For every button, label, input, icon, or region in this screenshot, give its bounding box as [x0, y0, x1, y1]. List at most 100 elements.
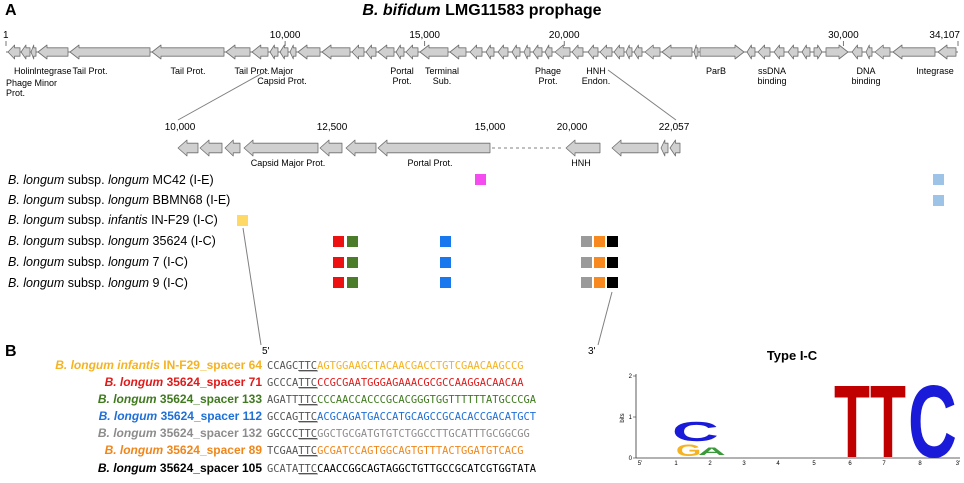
strain-id: 7 (I-C)	[149, 255, 188, 269]
logo-x-tick: 2	[708, 461, 712, 467]
panel-a-title-rest: LMG11583 prophage	[441, 2, 602, 19]
zoom-tick-label: 22,057	[659, 122, 690, 133]
gene-label: Integrase	[34, 66, 72, 76]
gene-arrow	[251, 44, 269, 60]
strain-label: B. longum subsp. longum 7 (I-C)	[8, 255, 188, 269]
logo-title: Type I-C	[767, 348, 818, 363]
spacer-marker-yellow	[237, 215, 248, 226]
spacer-marker-green	[347, 236, 358, 247]
gene-label-line: Major	[271, 66, 294, 76]
spacer-species: B. longum	[105, 443, 164, 457]
strain-label: B. longum subsp. longum BBMN68 (I-E)	[8, 193, 230, 207]
gene-arrow	[874, 44, 891, 60]
spacer-marker-gray	[581, 277, 592, 288]
spacer-marker-black	[607, 277, 618, 288]
gene-arrow	[644, 44, 661, 60]
strain-subsp: subsp.	[64, 255, 108, 269]
strain-subspecies: longum	[108, 255, 149, 269]
gene-arrow	[497, 44, 509, 60]
panel-b-letter: B	[5, 343, 17, 360]
gene-arrow	[746, 44, 756, 60]
logo-x-tick: 7	[882, 461, 886, 467]
gene-arrow	[269, 44, 279, 60]
strain-subsp: subsp.	[64, 193, 108, 207]
spacer-id: 35624_spacer 71	[163, 375, 262, 389]
gene-arrow	[395, 44, 405, 60]
gene-arrow	[633, 44, 643, 60]
gene-arrow	[279, 44, 289, 60]
spacer-name: B. longum 35624_spacer 89	[105, 443, 263, 457]
spacer-sequence: AGATTTTCCCCAACCACCCGCACGGGTGGTTTTTTATGCC…	[267, 394, 537, 406]
gene-arrow	[485, 44, 495, 60]
gene-arrow	[523, 44, 531, 60]
logo-x-tick: 3'	[956, 461, 960, 467]
zoom-gene-arrow	[345, 139, 377, 157]
spacer-sequence: TCGAATTCGCGATCCAGTGGCAGTGTTTACTGGATGTCAC…	[267, 445, 524, 457]
genome-tick-label: 30,000	[828, 30, 859, 41]
flank-sequence: GCCAG	[267, 411, 298, 423]
logo-letter-c: C	[672, 416, 719, 447]
strain-id: BBMN68 (I-E)	[149, 193, 230, 207]
gene-label-line: Tail Prot.	[234, 66, 269, 76]
logo-letter-g: G	[676, 442, 701, 460]
gene-arrow	[851, 44, 863, 60]
gene-arrow	[773, 44, 785, 60]
protospacer-sequence: CAACCGGCAGTAGGCTGTTGCCGCATCGTGGTATA	[317, 463, 537, 475]
strain-genus: B. longum	[8, 193, 64, 207]
gene-arrow	[661, 44, 693, 60]
zoom-gene-arrow	[565, 139, 601, 157]
spacer-species: B. longum	[98, 461, 157, 475]
zoom-gene-arrow	[660, 139, 669, 157]
zoom-gene-arrow	[224, 139, 241, 157]
zoom-guide-right	[607, 69, 677, 121]
connector-right	[597, 291, 613, 346]
pam-motif: TTC	[298, 428, 317, 440]
spacer-marker-red	[333, 257, 344, 268]
flank-sequence: TCGAA	[267, 445, 299, 457]
strain-subsp: subsp.	[64, 213, 108, 227]
logo-x-tick: 5	[812, 461, 816, 467]
gene-arrow	[599, 44, 613, 60]
gene-label-line: Holin	[14, 66, 35, 76]
zoom-gene-labels: Capsid Major Prot.Portal Prot.HNH	[251, 158, 591, 168]
spacer-id: 35624_spacer 105	[157, 461, 263, 475]
strain-label: B. longum subsp. longum 9 (I-C)	[8, 276, 188, 290]
gene-arrow	[37, 44, 69, 60]
gene-label: Holin	[14, 66, 35, 76]
zoom-gene-arrows	[177, 139, 681, 157]
gene-arrow	[377, 44, 395, 60]
logo-letter-t: T	[870, 364, 906, 479]
gene-label-line: binding	[757, 76, 786, 86]
gene-label-line: Prot.	[538, 76, 557, 86]
zoom-tick-label: 10,000	[165, 122, 196, 133]
strain-genus: B. longum	[8, 276, 64, 290]
gene-arrow	[297, 44, 321, 60]
logo-y-axis-label: bits	[620, 413, 626, 422]
spacer-name: B. longum infantis IN-F29_spacer 64	[55, 358, 262, 372]
spacer-marker-red	[333, 236, 344, 247]
gene-arrow	[699, 44, 745, 60]
gene-arrow	[532, 44, 543, 60]
strain-genus: B. longum	[8, 234, 64, 248]
zoom-gene-label: HNH	[571, 158, 591, 168]
gene-label-line: Sub.	[433, 76, 452, 86]
spacer-id: 35624_spacer 132	[157, 426, 263, 440]
gene-arrow	[511, 44, 521, 60]
spacer-species: B. longum	[98, 392, 157, 406]
logo-x-tick: 1	[674, 461, 678, 467]
strain-label: B. longum subsp. longum MC42 (I-E)	[8, 173, 214, 187]
gene-label-line: Phage	[535, 66, 561, 76]
spacer-sequence: GCATATTCCAACCGGCAGTAGGCTGTTGCCGCATCGTGGT…	[267, 463, 537, 475]
gene-arrow	[321, 44, 351, 60]
panel-a-letter: A	[5, 2, 17, 19]
spacer-species: B. longum	[105, 375, 164, 389]
gene-label-line: Capsid Prot.	[257, 76, 307, 86]
